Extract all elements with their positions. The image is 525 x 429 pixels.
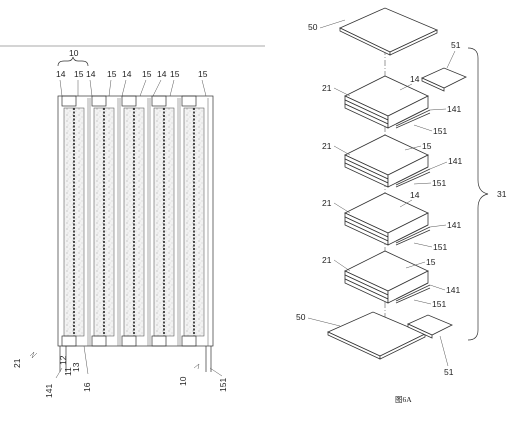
top-plate-label: 50 (308, 22, 318, 32)
top-label-1: 14 (56, 69, 66, 79)
top-tab-label: 51 (451, 40, 461, 50)
layer-4-tab-label: 141 (446, 285, 460, 295)
brace-31-label: 31 (497, 189, 507, 199)
layer-1-bottom-label: 151 (433, 126, 447, 136)
layer-3-side-label: 21 (322, 198, 332, 208)
top-label-2: 15 (74, 69, 84, 79)
label-12: 12 (58, 355, 68, 365)
brace-31 (467, 47, 489, 341)
electrode-stack (57, 95, 214, 372)
layer-3 (344, 192, 431, 246)
top-tab (421, 67, 467, 89)
bottom-plate-label: 50 (296, 312, 306, 322)
figure-caption: 图6A (395, 395, 412, 404)
top-tab-leader (446, 50, 456, 69)
layer-2-leaders (333, 145, 448, 185)
label-141: 141 (44, 384, 54, 398)
top-label-6: 15 (142, 69, 152, 79)
top-label-9: 15 (198, 69, 208, 79)
bottom-end-plate (327, 311, 426, 357)
layer-3-tab-label: 141 (447, 220, 461, 230)
label-21: 21 (12, 358, 22, 368)
bottom-leaders (55, 345, 223, 379)
brace-10 (57, 56, 89, 67)
label-10: 10 (178, 376, 188, 386)
bottom-end-plate-side (379, 333, 426, 360)
bottom-plate-leader (307, 317, 341, 327)
arrow-10 (193, 363, 200, 370)
layer-4 (344, 250, 431, 304)
label-16: 16 (82, 382, 92, 392)
layer-1-leaders (333, 83, 447, 132)
layer-3-leaders (333, 199, 447, 248)
brace-label: 10 (69, 48, 79, 58)
bottom-tab-label: 51 (444, 367, 454, 377)
bottom-tab-edge (407, 323, 433, 339)
bottom-tab-leader (439, 335, 449, 367)
right-figure: 50 51 21 14 141 151 (296, 7, 507, 404)
top-leaders (59, 79, 207, 97)
top-end-plate-side (389, 29, 438, 56)
layer-3-top-label: 14 (410, 190, 420, 200)
layer-3-bottom-label: 151 (433, 242, 447, 252)
layer-2-top-label: 15 (422, 141, 432, 151)
layer-4-bottom-label: 151 (432, 299, 446, 309)
arrow-21 (29, 351, 38, 359)
layer-2-tab-label: 141 (448, 156, 462, 166)
layer-1-top-label: 14 (410, 74, 420, 84)
layer-4-side-label: 21 (322, 255, 332, 265)
layer-2 (344, 134, 431, 188)
layer-2-bottom-label: 151 (432, 178, 446, 188)
label-11: 11 (63, 367, 73, 376)
layer-2-side-label: 21 (322, 141, 332, 151)
label-151: 151 (218, 378, 228, 392)
layer-1 (344, 75, 431, 129)
top-plate-leader (319, 19, 346, 29)
top-label-4: 15 (107, 69, 117, 79)
layer-1-tab-label: 141 (447, 104, 461, 114)
top-label-8: 15 (170, 69, 180, 79)
layer-4-leaders (333, 259, 446, 305)
top-tab-edge (421, 77, 445, 92)
top-label-7: 14 (157, 69, 167, 79)
top-label-3: 14 (86, 69, 96, 79)
top-label-5: 14 (122, 69, 132, 79)
left-figure: 10 14 15 14 15 14 15 14 15 15 (0, 45, 265, 398)
layer-1-side-label: 21 (322, 83, 332, 93)
label-13: 13 (71, 362, 81, 372)
layer-4-top-label: 15 (426, 257, 436, 267)
top-end-plate (339, 7, 438, 53)
